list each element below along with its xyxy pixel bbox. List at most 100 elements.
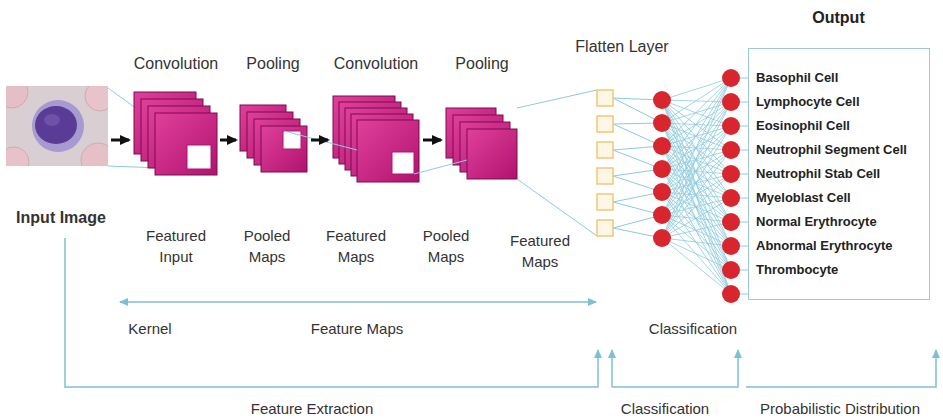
hidden-neuron <box>653 137 671 155</box>
feature-map <box>357 120 419 182</box>
hidden-neuron <box>653 229 671 247</box>
output-neuron <box>722 237 740 255</box>
drawing-part <box>662 146 731 294</box>
hidden-neuron <box>653 183 671 201</box>
drawing-part <box>662 222 731 238</box>
layer-title: Convolution <box>321 53 431 75</box>
output-neuron <box>722 69 740 87</box>
drawing-part <box>662 78 731 100</box>
drawing-part <box>662 198 731 238</box>
drawing-part <box>517 90 597 108</box>
drawing-part <box>284 131 357 150</box>
map-caption: Featured Maps <box>318 225 394 267</box>
class-name: Abnormal Erythrocyte <box>756 238 893 254</box>
stage-label: Probabilistic Distribution <box>742 398 938 419</box>
output-neuron <box>722 213 740 231</box>
section-label: Classification <box>628 318 758 339</box>
stage-label: Feature Extraction <box>227 398 397 419</box>
output-neuron <box>722 141 740 159</box>
output-box: OutputBasophil CellLymphocyte CellEosino… <box>748 48 930 300</box>
feature-map-stacks <box>134 92 517 182</box>
flatten-unit <box>597 142 613 158</box>
drawing-part <box>6 86 28 108</box>
drawing-part <box>662 78 731 238</box>
drawing-part <box>662 78 731 169</box>
drawing-part <box>662 102 731 238</box>
hidden-neuron <box>653 114 671 132</box>
kernel-window <box>187 145 211 169</box>
box-heading: Output <box>812 9 864 27</box>
drawing-part <box>32 100 84 152</box>
bracket-line <box>611 350 613 387</box>
feature-map <box>155 113 217 175</box>
dense-connections <box>284 69 748 303</box>
drawing-part <box>81 143 108 166</box>
drawing-part <box>662 215 731 246</box>
flatten-unit <box>597 220 613 236</box>
drawing-part <box>662 150 731 238</box>
drawing-part <box>662 146 731 198</box>
feature-map <box>467 129 517 179</box>
class-name: Lymphocyte Cell <box>756 94 860 110</box>
drawing-part <box>662 100 731 246</box>
flow-arrow <box>111 139 129 142</box>
hidden-neuron <box>653 206 671 224</box>
class-name: Neutrophil Segment Cell <box>756 142 907 158</box>
bracket-line <box>746 350 936 387</box>
class-name: Basophil Cell <box>756 70 838 86</box>
flow-arrow <box>423 139 441 142</box>
map-caption: Featured Input <box>138 225 214 267</box>
map-caption: Pooled Maps <box>232 225 302 267</box>
feature-map <box>261 126 307 172</box>
drawing-part <box>662 126 731 238</box>
map-caption: Pooled Maps <box>411 225 481 267</box>
drawing-part <box>662 215 731 270</box>
drawing-part <box>662 238 731 270</box>
drawing-part <box>662 100 731 294</box>
drawing-part <box>662 192 731 270</box>
flatten-unit <box>597 194 613 210</box>
drawing-part <box>662 192 731 246</box>
drawing-part <box>662 100 731 270</box>
output-neuron <box>722 93 740 111</box>
layer-title: Pooling <box>233 53 313 75</box>
flatten-unit <box>597 168 613 184</box>
drawing-part <box>662 238 731 294</box>
drawing-part <box>662 169 731 294</box>
class-name: Normal Erythrocyte <box>756 214 877 230</box>
drawing-part <box>662 192 731 294</box>
class-name: Thrombocyte <box>756 262 838 278</box>
output-neuron <box>722 261 740 279</box>
flow-arrow <box>220 139 236 142</box>
drawing-part <box>662 215 731 294</box>
drawing-part <box>662 123 731 294</box>
drawing-part <box>662 78 731 192</box>
class-name: Eosinophil Cell <box>756 118 850 134</box>
image-caption: Input Image <box>3 207 119 229</box>
span-label: Kernel <box>115 318 185 339</box>
kernel-window <box>392 152 414 174</box>
blood-cell-image <box>6 86 108 166</box>
output-neuron <box>722 285 740 303</box>
stage-label: Classification <box>605 398 725 419</box>
span-label: Feature Maps <box>292 318 422 339</box>
drawing-part <box>414 160 467 174</box>
span-arrow <box>120 301 596 303</box>
flatten-unit <box>597 116 613 132</box>
bracket-line <box>612 350 738 387</box>
drawing-part <box>662 174 731 238</box>
drawing-part <box>662 238 731 246</box>
class-name: Myeloblast Cell <box>756 190 851 206</box>
output-neuron <box>722 117 740 135</box>
drawing-part <box>517 179 597 236</box>
hidden-neuron <box>653 91 671 109</box>
flow-arrow <box>311 139 328 142</box>
layer-title: Convolution <box>121 53 231 75</box>
kernel-window <box>283 131 301 149</box>
drawing-part <box>662 123 731 270</box>
layer-title: Flatten Layer <box>562 36 682 58</box>
output-neuron <box>722 189 740 207</box>
output-neuron <box>722 165 740 183</box>
hidden-neuron <box>653 160 671 178</box>
